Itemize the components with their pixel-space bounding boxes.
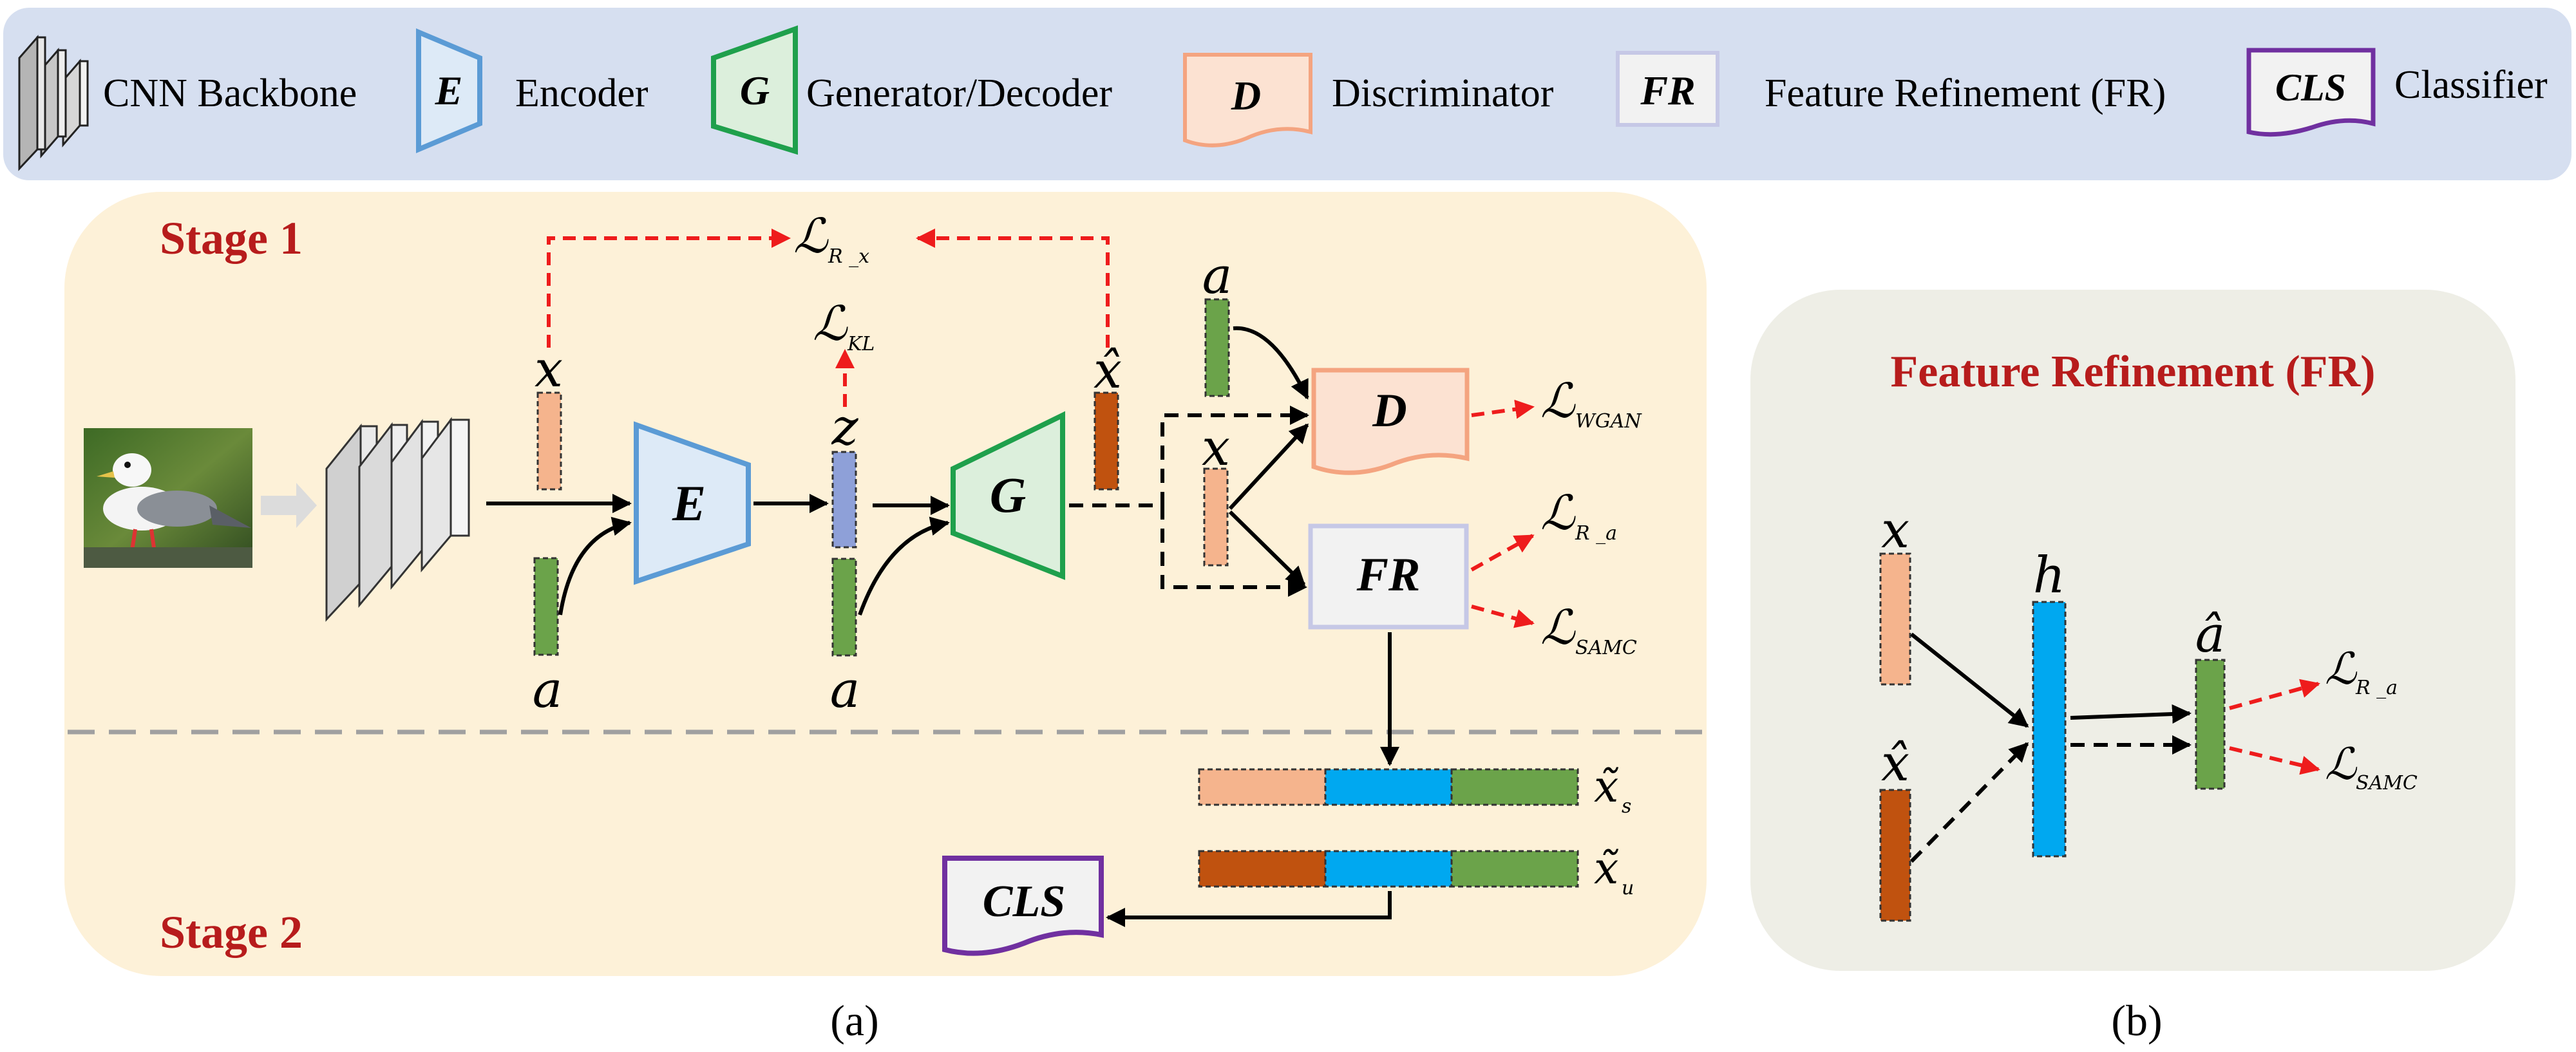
loss-samc: ℒ SAMC <box>1540 600 1637 659</box>
svg-text:G: G <box>990 467 1026 523</box>
panel-a: Stage 1 Stage 2 x <box>64 192 1707 1045</box>
svg-text:KL: KL <box>847 333 875 355</box>
attribute-a-label-discriminator: a <box>1202 247 1233 305</box>
svg-text:E: E <box>672 475 706 531</box>
panel-b-h-label: h <box>2033 547 2065 605</box>
discriminator-legend-icon: D <box>1183 53 1312 147</box>
svg-text:ℒ: ℒ <box>1540 485 1576 541</box>
reconstructed-x-label: x̂ <box>1094 342 1122 400</box>
attribute-a-bar-discriminator <box>1204 298 1230 397</box>
loss-reconstruction-x: ℒ R _x <box>793 209 869 268</box>
visual-feature-x-bar <box>536 391 562 491</box>
seen-feature-label: x̃ <box>1594 762 1619 812</box>
panel-b-xhat-label: x̂ <box>1881 735 1909 793</box>
attribute-a-bar-encoder <box>533 557 559 656</box>
encoder-module: E <box>634 421 751 585</box>
panel-b-loss-arrows <box>2229 679 2320 775</box>
attribute-a-label-encoder: a <box>533 661 563 719</box>
loss-arrows <box>547 229 1535 628</box>
classifier-module: CLS <box>942 856 1104 956</box>
seen-feature-bar <box>1198 768 1579 806</box>
panel-b: Feature Refinement (FR) x x̂ h â ℒ R _a … <box>1750 290 2515 1045</box>
stage-1-title: Stage 1 <box>160 212 303 264</box>
generator-legend-icon: G <box>711 25 798 155</box>
loss-wgan: ℒ WGAN <box>1540 373 1642 433</box>
data-flow-arrows <box>486 326 1399 927</box>
unseen-feature-subscript: u <box>1622 877 1634 899</box>
classifier-legend-icon: CLS <box>2246 48 2376 137</box>
svg-text:R _a: R _a <box>1575 522 1617 545</box>
cnn-backbone-legend-icon <box>18 35 89 171</box>
svg-text:ℒ: ℒ <box>793 209 829 264</box>
legend-label-feature-refinement: Feature Refinement (FR) <box>1765 71 2166 115</box>
seen-feature-subscript: s <box>1622 795 1631 818</box>
svg-text:CLS: CLS <box>2275 66 2346 109</box>
legend-label-encoder: Encoder <box>515 71 649 115</box>
latent-z-bar <box>831 451 857 549</box>
svg-text:D: D <box>1231 73 1261 118</box>
panel-b-caption: (b) <box>2111 996 2162 1045</box>
legend-label-generator: Generator/Decoder <box>806 71 1112 115</box>
panel-b-loss-reconstruction-a: ℒ R _a <box>2325 644 2398 699</box>
unseen-feature-label: x̃ <box>1594 843 1619 894</box>
svg-text:R _a: R _a <box>2355 677 2398 699</box>
cnn-backbone <box>325 417 470 622</box>
svg-text:ℒ: ℒ <box>1540 600 1576 655</box>
svg-text:SAMC: SAMC <box>1575 637 1637 659</box>
stage-2-title: Stage 2 <box>160 906 303 958</box>
discriminator-module: D <box>1311 368 1470 475</box>
latent-z-label: z <box>831 399 858 456</box>
legend: CNN Backbone E Encoder G Generator/Decod… <box>3 8 2571 180</box>
feature-x-label: x <box>535 341 563 399</box>
generator-module: G <box>951 411 1065 580</box>
panel-b-x-label: x <box>1881 502 1909 559</box>
panel-a-caption: (a) <box>830 996 878 1045</box>
feature-refinement-legend-icon: FR <box>1616 51 1719 127</box>
feature-x-bar-fr <box>1203 467 1229 567</box>
legend-label-discriminator: Discriminator <box>1332 71 1554 115</box>
image-to-backbone-arrow <box>261 483 317 528</box>
svg-text:ℒ: ℒ <box>2325 644 2358 695</box>
svg-text:CLS: CLS <box>983 877 1065 926</box>
encoder-legend-icon: E <box>416 28 482 154</box>
panel-b-x-bar <box>1879 552 1911 686</box>
svg-text:E: E <box>435 68 463 113</box>
panel-b-flow-arrows <box>1909 632 2192 863</box>
svg-text:R _x: R _x <box>828 245 869 268</box>
panel-b-loss-samc: ℒ SAMC <box>2325 739 2418 794</box>
svg-text:ℒ: ℒ <box>2325 739 2358 790</box>
loss-reconstruction-a: ℒ R _a <box>1540 485 1617 545</box>
panel-b-xhat-bar <box>1879 789 1911 922</box>
svg-text:SAMC: SAMC <box>2356 772 2418 794</box>
attribute-a-bar-generator <box>831 558 857 657</box>
svg-text:FR: FR <box>1356 549 1421 601</box>
loss-kl: ℒ KL <box>813 296 875 355</box>
svg-text:ℒ: ℒ <box>1540 373 1576 429</box>
feature-x-label-fr: x <box>1202 419 1230 477</box>
feature-refinement-title: Feature Refinement (FR) <box>1891 347 2376 397</box>
panel-b-ahat-bar <box>2195 659 2226 790</box>
legend-label-cnn-backbone: CNN Backbone <box>103 71 357 115</box>
panel-b-ahat-label: â <box>2195 606 2226 664</box>
panel-b-h-bar <box>2032 601 2067 858</box>
svg-text:D: D <box>1372 384 1406 437</box>
svg-text:ℒ: ℒ <box>813 296 848 352</box>
bird-image <box>84 428 252 568</box>
svg-text:WGAN: WGAN <box>1575 410 1642 433</box>
legend-label-classifier: Classifier <box>2394 63 2548 107</box>
reconstructed-x-bar <box>1094 391 1119 491</box>
svg-text:FR: FR <box>1640 68 1695 113</box>
feature-refinement-module: FR <box>1308 523 1469 630</box>
unseen-feature-bar <box>1198 850 1579 888</box>
attribute-a-label-generator: a <box>830 661 860 719</box>
svg-text:G: G <box>740 68 770 113</box>
feature-refinement-panel-background <box>1750 290 2515 971</box>
